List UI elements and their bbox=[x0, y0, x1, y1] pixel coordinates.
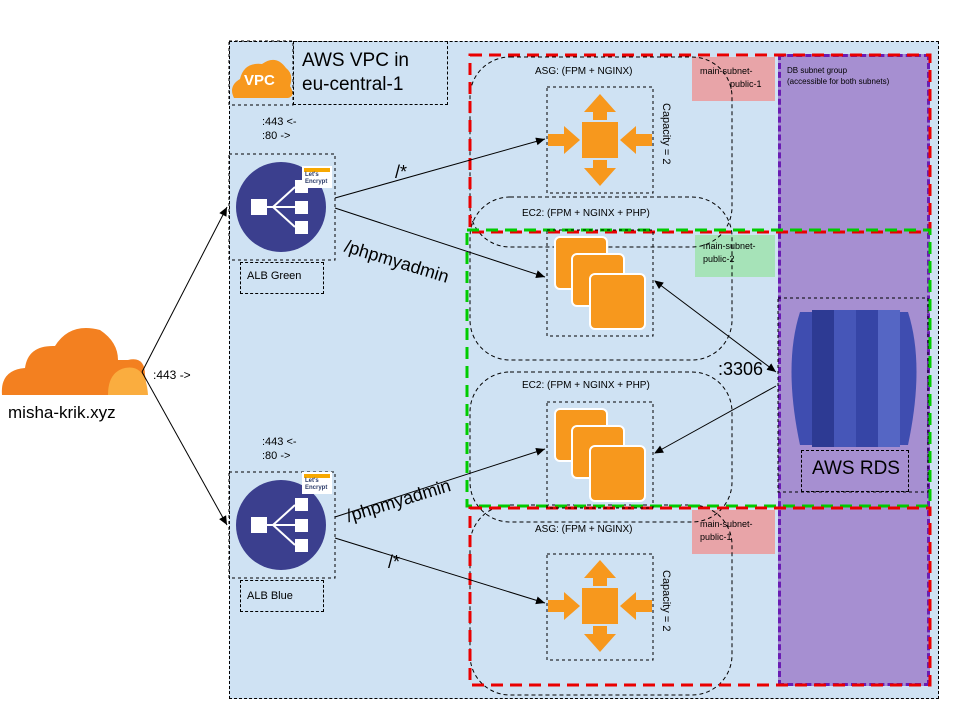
cloudflare-port-label: :443 -> bbox=[153, 368, 191, 382]
ec2-top-title: EC2: (FPM + NGINX + PHP) bbox=[522, 208, 650, 219]
rds-icon bbox=[791, 310, 917, 447]
asg-top-icon bbox=[548, 94, 652, 186]
letsencrypt-blue-1: Let's bbox=[305, 478, 319, 484]
ec2-bottom-icon-box bbox=[546, 401, 654, 509]
alb-green-icon-box bbox=[228, 153, 336, 261]
alb-blue-icon bbox=[236, 480, 326, 570]
asg-bottom-icon bbox=[548, 560, 652, 652]
letsencrypt-badge-green bbox=[302, 166, 332, 188]
ec2-bottom-group bbox=[469, 371, 733, 523]
cloudflare-domain: misha-krik.xyz bbox=[8, 403, 116, 422]
vpc-title-box bbox=[293, 41, 448, 105]
subnet-tag-public-2 bbox=[695, 235, 775, 277]
alb-green-label: ALB Green bbox=[247, 270, 302, 282]
db-group-line2: (accessible for both subnets) bbox=[787, 77, 890, 86]
alb-blue-label: ALB Blue bbox=[247, 590, 293, 602]
alb-blue-ports-1: :443 <- bbox=[262, 436, 297, 448]
subnet-public-1-bottom bbox=[468, 506, 932, 687]
cloudflare-logo bbox=[1, 328, 148, 395]
ec2-bottom-icon bbox=[554, 408, 646, 502]
asg-top-capacity: Capacity = 2 bbox=[660, 103, 672, 165]
letsencrypt-green-2: Encrypt bbox=[305, 179, 328, 185]
alb-green-route-all: /* bbox=[395, 162, 408, 182]
vpc-logo-text: VPC bbox=[244, 72, 275, 89]
db-group-line1: DB subnet group bbox=[787, 66, 848, 75]
asg-top-icon-box bbox=[546, 86, 654, 194]
subnet-public-2-line2: public-2 bbox=[703, 254, 735, 264]
connectors bbox=[141, 137, 777, 605]
alb-green-label-box bbox=[240, 262, 324, 294]
asg-bottom-title: ASG: (FPM + NGINX) bbox=[535, 524, 633, 535]
alb-green-ports-2: :80 -> bbox=[262, 130, 291, 142]
ec2-bottom-title: EC2: (FPM + NGINX + PHP) bbox=[522, 380, 650, 391]
asg-top-group bbox=[469, 56, 733, 248]
rds-label-box bbox=[801, 450, 909, 492]
alb-blue-label-box bbox=[240, 580, 324, 612]
alb-blue-route-all: /* bbox=[388, 552, 401, 572]
rds-label: AWS RDS bbox=[812, 458, 900, 479]
ec2-top-group bbox=[469, 196, 733, 361]
vpc-title-line1: AWS VPC in bbox=[302, 50, 409, 71]
asg-bottom-icon-box bbox=[546, 553, 654, 661]
subnet-public-1-bottom-line1: main-subnet- bbox=[700, 519, 753, 529]
asg-bottom-capacity: Capacity = 2 bbox=[660, 570, 672, 632]
subnet-public-2 bbox=[465, 228, 932, 508]
subnet-public-1-top-line1: main-subnet- bbox=[700, 66, 753, 76]
subnet-public-2-line1: main-subnet- bbox=[703, 241, 756, 251]
vpc-title-line2: eu-central-1 bbox=[302, 74, 404, 95]
ec2-top-icon-box bbox=[546, 229, 654, 337]
rds-icon-box bbox=[777, 297, 929, 493]
subnet-public-1-bottom-line2: public-1 bbox=[700, 532, 732, 542]
subnet-tag-public-1-bottom bbox=[692, 510, 775, 554]
letsencrypt-badge-blue bbox=[302, 472, 332, 494]
ec2-top-icon bbox=[554, 236, 646, 330]
letsencrypt-green-1: Let's bbox=[305, 172, 319, 178]
subnet-tag-public-1-top bbox=[692, 57, 775, 101]
subnet-public-1-top bbox=[468, 53, 932, 234]
db-port-label: :3306 bbox=[718, 359, 764, 379]
alb-blue-ports-2: :80 -> bbox=[262, 450, 291, 462]
asg-top-title: ASG: (FPM + NGINX) bbox=[535, 66, 633, 77]
letsencrypt-blue-2: Encrypt bbox=[305, 485, 328, 491]
alb-green-ports-1: :443 <- bbox=[262, 116, 297, 128]
subnet-public-1-top-line2: public-1 bbox=[730, 79, 762, 89]
alb-blue-icon-box bbox=[228, 471, 336, 579]
